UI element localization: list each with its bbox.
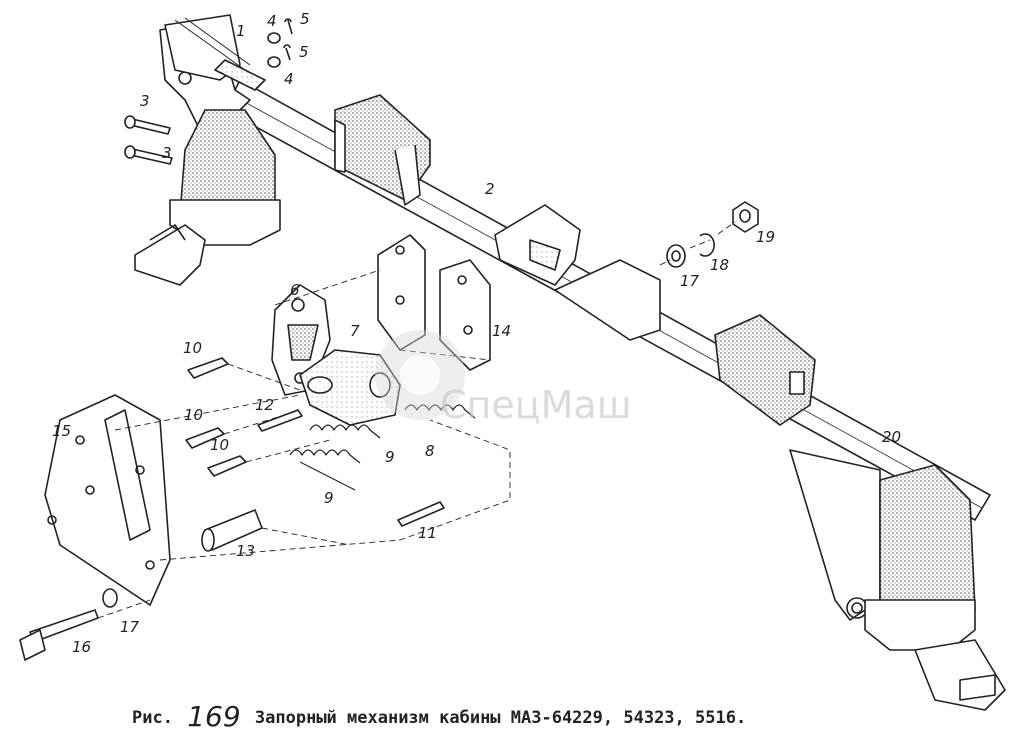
washer-and-cotter-pins bbox=[267, 18, 293, 68]
caption-number: 169 bbox=[187, 700, 241, 733]
callout-10c: 10 bbox=[210, 436, 229, 454]
callout-16: 16 bbox=[72, 638, 91, 656]
callout-3b: 3 bbox=[162, 144, 172, 162]
assembly-guide-lines bbox=[97, 221, 736, 619]
lock-hook-7 bbox=[299, 349, 401, 426]
caption-text: Запорный механизм кабины МАЗ-64229, 5432… bbox=[254, 708, 747, 728]
callout-2: 2 bbox=[485, 180, 495, 198]
callout-7: 7 bbox=[350, 322, 360, 340]
right-support-leg bbox=[789, 449, 1006, 711]
callout-3a: 3 bbox=[140, 92, 150, 110]
watermark: СпецМаш bbox=[375, 330, 631, 427]
callout-17b: 17 bbox=[680, 272, 700, 290]
callout-18: 18 bbox=[710, 256, 729, 274]
callout-14: 14 bbox=[492, 322, 511, 340]
pins-10 bbox=[185, 357, 247, 477]
nut-and-washers bbox=[666, 201, 759, 268]
callout-8: 8 bbox=[425, 442, 435, 460]
callout-20: 20 bbox=[882, 428, 901, 446]
callout-13: 13 bbox=[236, 542, 255, 560]
callout-1: 1 bbox=[236, 22, 246, 40]
tube-mid-bracket bbox=[494, 204, 661, 341]
callout-15: 15 bbox=[52, 422, 71, 440]
callout-17a: 17 bbox=[120, 618, 140, 636]
callout-9a: 9 bbox=[385, 448, 395, 466]
caption-prefix: Рис. bbox=[132, 708, 173, 728]
watermark-text: СпецМаш bbox=[440, 383, 631, 427]
callout-labels: 1 2 3 3 4 4 5 5 6 7 8 9 9 10 10 10 11 12… bbox=[52, 10, 901, 656]
tube-saddle-1 bbox=[334, 94, 431, 206]
callout-5a: 5 bbox=[300, 10, 310, 28]
base-plate-15 bbox=[44, 394, 171, 606]
callout-4a: 4 bbox=[267, 12, 277, 30]
springs-8-9 bbox=[289, 404, 476, 491]
callout-10a: 10 bbox=[183, 339, 202, 357]
callout-10b: 10 bbox=[184, 406, 203, 424]
bolt-16-washer-17 bbox=[19, 588, 118, 661]
callout-5b: 5 bbox=[299, 43, 309, 61]
callout-19: 19 bbox=[756, 228, 775, 246]
tube-saddle-2 bbox=[714, 314, 816, 426]
pins-11-12 bbox=[257, 409, 445, 527]
hinge-pin-assembly bbox=[164, 14, 266, 91]
mount-plate-14 bbox=[377, 234, 491, 371]
callout-12: 12 bbox=[255, 396, 274, 414]
callout-6: 6 bbox=[290, 281, 300, 299]
callout-11: 11 bbox=[418, 524, 437, 542]
callout-4b: 4 bbox=[284, 70, 294, 88]
figure-caption: Рис. 169 Запорный механизм кабины МАЗ-64… bbox=[132, 700, 932, 736]
bolts-3 bbox=[124, 115, 173, 165]
callout-9b: 9 bbox=[324, 489, 334, 507]
